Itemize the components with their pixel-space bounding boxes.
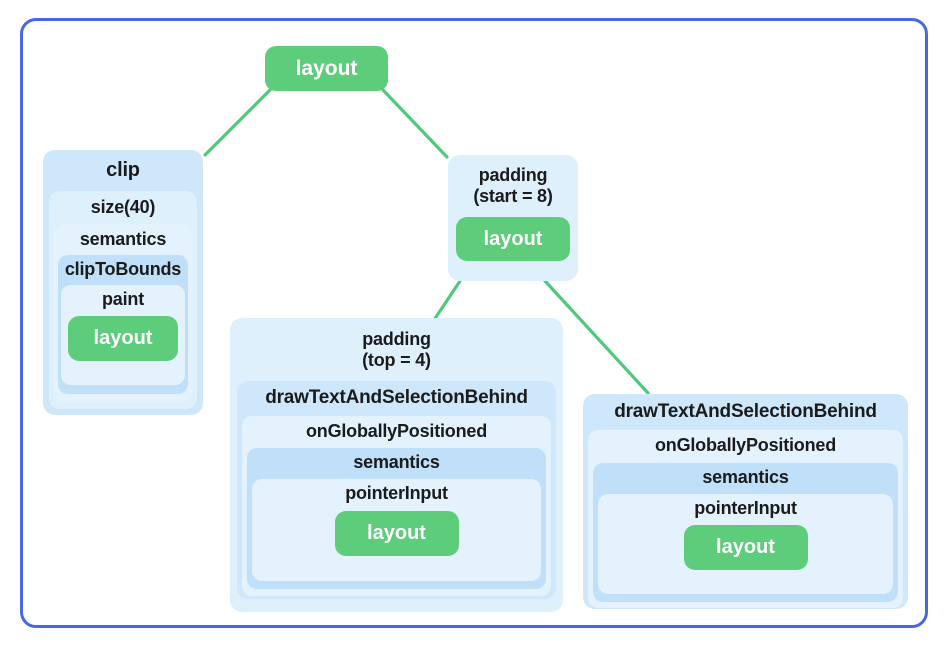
node-semantics-middle[interactable]: semantics pointerInput layout (247, 448, 546, 590)
node-semantics-right-label: semantics (702, 466, 789, 487)
node-padding-start-label: padding (start = 8) (473, 165, 553, 207)
node-semantics-right[interactable]: semantics pointerInput layout (593, 462, 898, 602)
node-size40[interactable]: size(40) semantics clipToBounds paint la… (49, 190, 197, 409)
node-ongloballypositioned-middle-label: onGloballyPositioned (305, 420, 487, 441)
edge-padding-start-to-padding-top (432, 279, 462, 322)
node-cliptobounds-label: clipToBounds (64, 259, 182, 280)
node-right-leaf-layout[interactable]: layout (683, 525, 808, 571)
node-padding-start-leaf-layout[interactable]: layout (456, 217, 570, 262)
node-cliptobounds[interactable]: clipToBounds paint layout (58, 255, 188, 395)
edge-root-to-padding-start (381, 88, 449, 159)
node-paint[interactable]: paint layout (61, 285, 185, 386)
node-padding-start[interactable]: padding (start = 8) layout (448, 155, 578, 281)
node-semantics-left-label: semantics (79, 228, 167, 249)
node-ongloballypositioned-middle[interactable]: onGloballyPositioned semantics pointerIn… (242, 415, 551, 596)
node-paint-label: paint (102, 289, 144, 310)
node-semantics-middle-label: semantics (353, 452, 440, 473)
node-drawtextandselectionbehind-right[interactable]: drawTextAndSelectionBehind onGloballyPos… (583, 394, 908, 609)
node-semantics-left[interactable]: semantics clipToBounds paint layout (54, 223, 192, 402)
node-middle-leaf-layout[interactable]: layout (334, 510, 459, 556)
node-drawtextandselectionbehind-middle-label: drawTextAndSelectionBehind (265, 387, 528, 409)
node-drawtextandselectionbehind-right-label: drawTextAndSelectionBehind (614, 401, 877, 422)
node-pointerinput-middle-label: pointerInput (345, 483, 448, 504)
node-pointerinput-right-label: pointerInput (694, 497, 797, 518)
node-padding-top-label: padding (top = 4) (362, 329, 431, 371)
node-ongloballypositioned-right-label: onGloballyPositioned (654, 435, 836, 456)
node-clip-label: clip (106, 159, 140, 181)
node-size40-label: size(40) (90, 196, 156, 217)
node-ongloballypositioned-right[interactable]: onGloballyPositioned semantics pointerIn… (588, 430, 903, 609)
node-clip[interactable]: clip size(40) semantics clipToBounds pai… (43, 150, 203, 415)
node-clip-leaf-layout[interactable]: layout (68, 315, 178, 361)
node-drawtextandselectionbehind-middle[interactable]: drawTextAndSelectionBehind onGloballyPos… (237, 381, 556, 600)
node-root-layout[interactable]: layout (265, 46, 388, 91)
node-pointerinput-right[interactable]: pointerInput layout (598, 493, 893, 594)
node-pointerinput-middle[interactable]: pointerInput layout (252, 479, 541, 582)
node-padding-top[interactable]: padding (top = 4) drawTextAndSelectionBe… (230, 318, 563, 612)
edge-root-to-clip (203, 88, 272, 157)
edge-padding-start-to-right-draw (543, 279, 650, 395)
